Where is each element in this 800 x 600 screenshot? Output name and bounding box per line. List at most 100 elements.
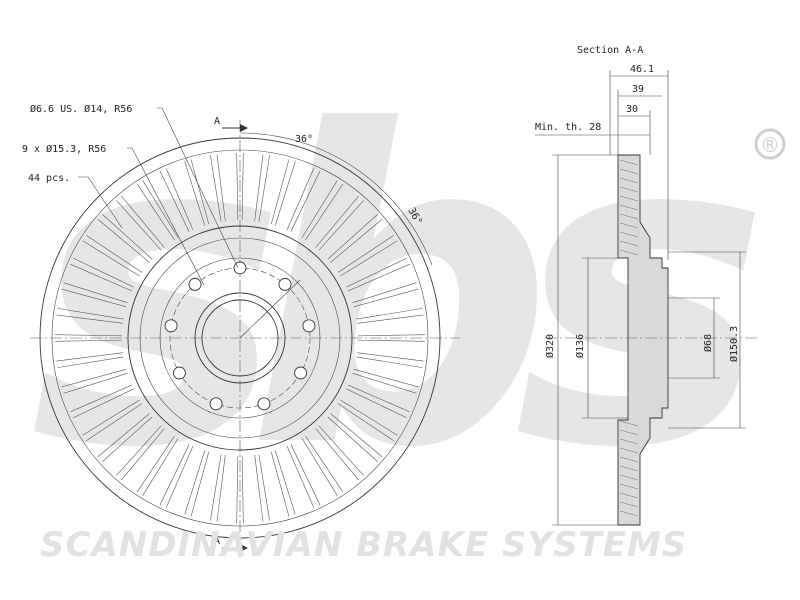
vane-line [165,446,194,508]
section-hatch-line [619,204,639,211]
disc-cross-section [617,154,669,526]
vane-line [70,263,132,292]
vane-line [356,356,423,368]
vane-line [318,200,364,251]
vane-line [97,219,150,263]
vane-line [216,455,226,522]
bolt-hole [233,261,247,275]
bolt-hole [278,277,292,291]
vane-line [301,438,338,496]
section-hatch-line [619,222,639,229]
vane-line [356,308,423,320]
section-arrow-bottom [240,544,248,552]
vane-line [72,257,134,288]
vane-line [190,451,210,517]
disc-front-view: 36° 36° A A Ø6.6 US. Ø14, R56 9 x Ø15.3,… [22,103,460,560]
label-holes: 9 x Ø15.3, R56 [22,143,106,155]
section-hatch-line [619,510,639,517]
vane-line [159,444,190,506]
bolt-hole [172,366,186,380]
vane-line [165,168,194,230]
vane-line [346,257,408,288]
vane-line [340,399,398,436]
vane-line [286,446,315,508]
vane-line [216,154,226,221]
vane-line [357,334,425,337]
vane-line [61,368,127,388]
vane-line [330,219,383,263]
vane-line [57,356,124,368]
vane-line [330,413,383,457]
vane-line [357,352,424,362]
vane-line [82,240,140,277]
bolt-holes [164,261,316,411]
vane-line [353,368,419,388]
vane-line [86,234,143,273]
dim-hub-height: 39 [632,84,644,95]
dim-hat-diameter: Ø136 [574,334,586,358]
hat-circle [139,237,341,439]
vane-line [357,314,424,324]
section-hatch-line [619,474,639,481]
section-hatch-line [619,168,639,175]
vane-line [305,435,344,492]
vane-line [184,450,206,515]
vane-line [210,454,222,521]
dim-center-bore: Ø68 [702,334,714,352]
vane-line [56,352,123,362]
section-hatch-line [619,213,639,220]
vane-line [301,180,338,238]
dim-outer-diameter: Ø320 [544,334,556,358]
label-vanes: 44 pcs. [28,173,70,184]
bolt-hole [164,319,178,333]
vane-line [346,388,408,419]
section-hatch-line [619,492,639,499]
vane-line [270,159,290,225]
section-hatch-line [619,195,639,202]
vane-line [142,180,179,238]
section-hatch-line [619,159,639,166]
registered-mark: ® [760,133,780,157]
vane-line [270,451,290,517]
disc-section-view: Section A-A 46.1 39 30 Min. th. 28 Ø320 … [535,45,760,526]
vane-line [102,214,153,260]
vane-line [136,184,175,241]
label-bolt-hole: Ø6.6 US. Ø14, R56 [30,103,132,115]
vane-line [72,388,134,419]
leader-bolt-hole [157,107,239,269]
section-title: Section A-A [577,45,643,56]
vane-line [348,263,410,292]
vane-line [97,413,150,457]
vane-line [55,334,123,337]
section-hatch-line [619,483,639,490]
section-hatch-line [619,240,639,247]
angle-label-1: 36° [295,134,313,145]
vane-line [327,416,378,462]
vane-line [286,168,315,230]
leader-holes [127,147,205,286]
vane-line [142,438,179,496]
vane-line [290,444,321,506]
section-hatch-line [619,231,639,238]
vane-line [254,455,264,522]
vane-line [63,282,128,304]
min-thickness-label: Min. th. 28 [535,122,601,133]
vane-line [55,339,123,342]
vane-line [254,154,264,221]
bolt-hole [302,319,316,333]
vane-line [315,195,359,248]
center-bore-outer [194,292,286,384]
vane-line [290,170,321,232]
hub-ring [159,257,321,419]
vane-line [236,153,239,221]
vane-line [337,403,394,442]
vane-line [348,384,410,413]
bolt-hole [294,366,308,380]
bolt-hole [188,277,202,291]
vane-line [305,184,344,241]
angle-arc [239,132,433,266]
vane-line [274,161,296,226]
friction-inner-circle [127,225,353,451]
section-vane-lines [619,159,639,517]
